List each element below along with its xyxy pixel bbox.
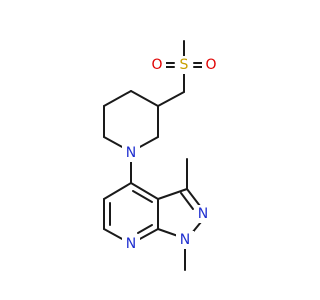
- bond-n1-c7a: [157, 228, 179, 237]
- bond-c3a-c4py-inner: [132, 190, 153, 203]
- bond-c6-n: [103, 136, 125, 149]
- atom-nitrogen-piperidine-label: N: [126, 145, 136, 161]
- atom-labels: S O O N N N N: [122, 56, 220, 253]
- atom-oxygen-left-label: O: [151, 57, 162, 73]
- atom-sulfur-label: S: [180, 57, 189, 73]
- bonds: [103, 40, 205, 271]
- bond-n7-c7a-inner: [137, 224, 153, 234]
- bond-c3a-c4py: [130, 182, 159, 200]
- bond-n-c2: [137, 136, 159, 149]
- molecule-structure: S O O N N N N: [103, 40, 220, 271]
- bond-c6py-n7: [103, 228, 125, 241]
- bond-c3-n2-inner: [180, 192, 194, 210]
- atom-nitrogen-pyrazole-1-label: N: [180, 232, 190, 248]
- bond-c4-c5: [103, 90, 132, 107]
- atom-oxygen-right-label: O: [205, 57, 216, 73]
- atom-nitrogen-pyrazole-2-label: N: [198, 206, 208, 222]
- bond-c4py-c5py: [103, 182, 132, 200]
- bond-c3-c4: [130, 90, 159, 107]
- bond-c3a-c3: [157, 188, 188, 200]
- bond-n7-c7a: [137, 228, 159, 241]
- bond-ch2-c3: [157, 91, 185, 107]
- atom-nitrogen-pyridine-label: N: [126, 236, 136, 252]
- bond-c3-n2: [186, 188, 201, 207]
